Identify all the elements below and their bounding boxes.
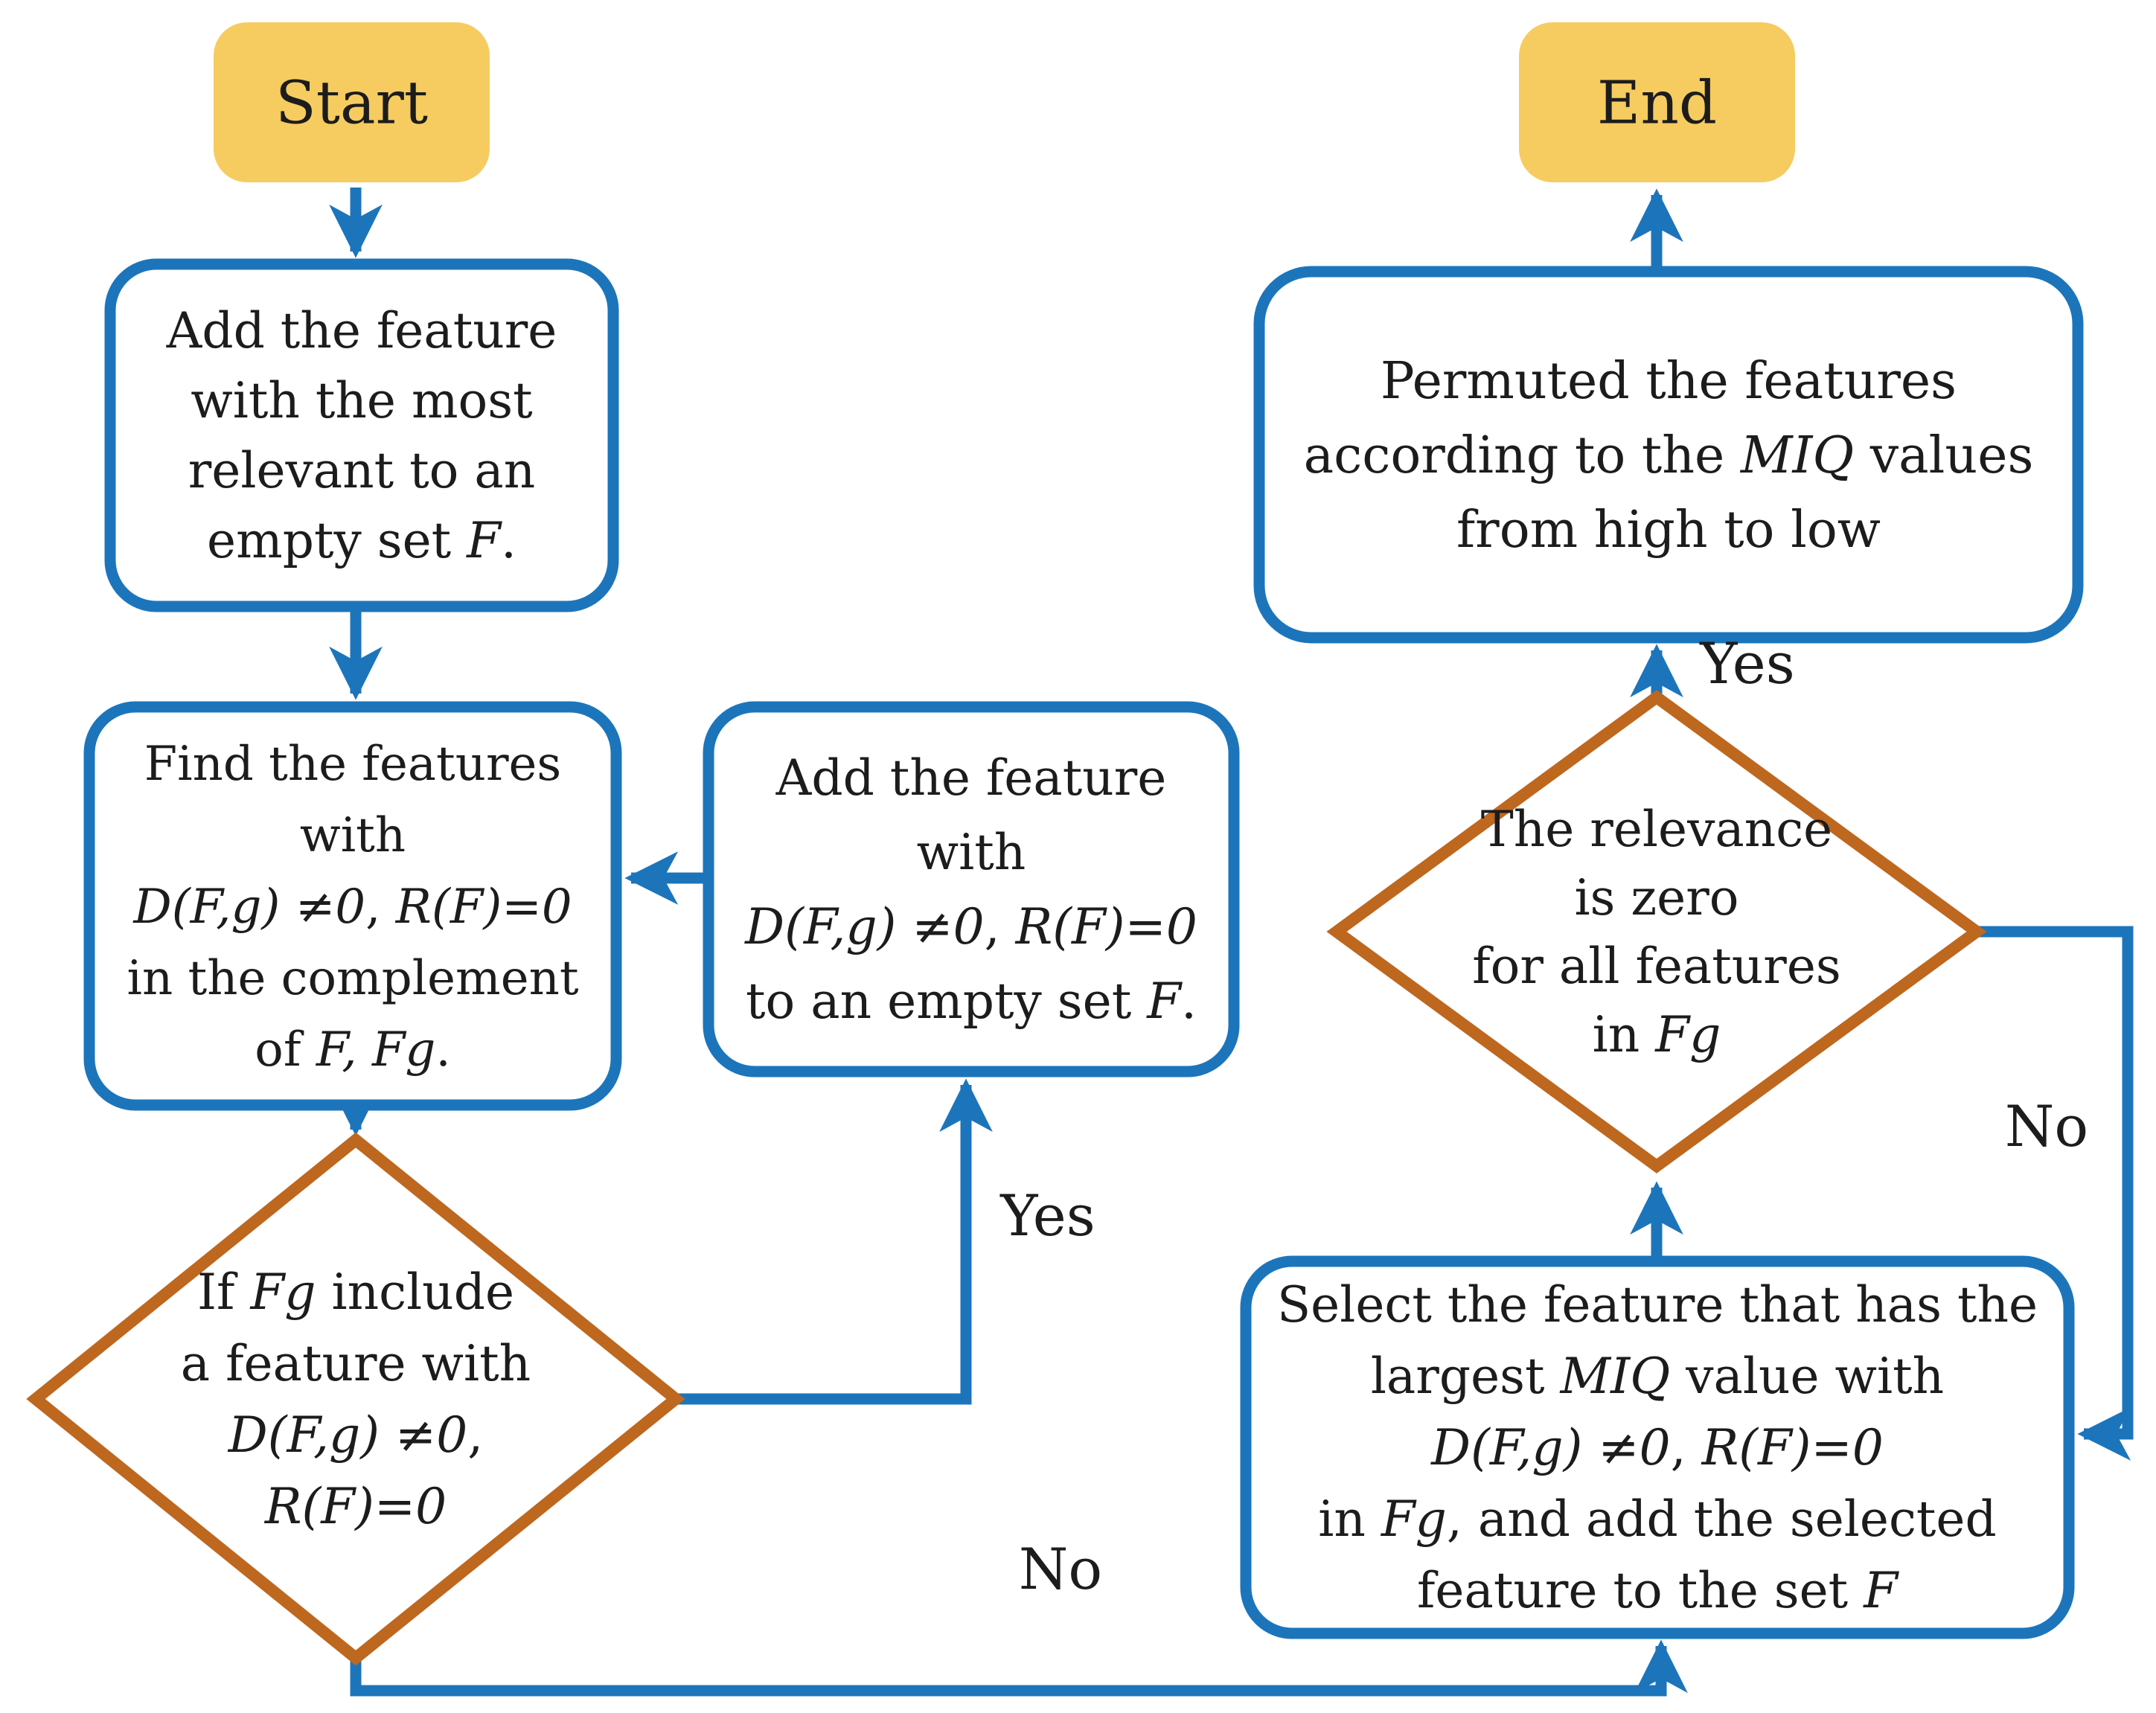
if-fg-include-decision-text-segment: D(F,g) ≠0: [228, 1406, 467, 1464]
select-largest-miq-process-text-segment: in: [1318, 1491, 1381, 1548]
find-features-process-text-segment: of: [255, 1022, 316, 1078]
select-largest-miq-process-text-segment: F: [1863, 1562, 1899, 1619]
add-most-relevant-process: Add the feature with the most relevant to …: [104, 258, 619, 612]
add-most-relevant-process-text-segment: relevant to an: [188, 442, 536, 499]
add-dfg-feature-process-text-segment: ,: [985, 898, 1016, 955]
select-largest-miq-process-text-segment: largest: [1371, 1348, 1561, 1405]
select-largest-miq-process-text-segment: R(F)=0: [1701, 1419, 1884, 1476]
add-dfg-feature-process-text-segment: with: [917, 824, 1026, 881]
add-most-relevant-process-text-segment: .: [501, 512, 516, 569]
permuted-features-process-text-segment: Permuted the features: [1381, 352, 1957, 411]
end-terminal: End: [1519, 22, 1795, 182]
select-largest-miq-process-text-segment: D(F,g) ≠0: [1430, 1419, 1670, 1476]
yes-left-label: Yes: [999, 1182, 1095, 1249]
find-features-process-text-segment: with: [300, 808, 406, 863]
add-dfg-feature-process-text-segment: .: [1181, 973, 1197, 1030]
find-features-process-text-segment: .: [435, 1022, 450, 1078]
permuted-features-process-text-segment: MIQ: [1739, 426, 1854, 485]
permuted-features-process-text-segment: from high to low: [1456, 501, 1881, 560]
permuted-features-process: Permuted the features according to the MI…: [1253, 266, 2084, 644]
iffg-yes-arrow: [677, 1078, 993, 1405]
select-largest-miq-process-text-segment: MIQ: [1560, 1348, 1671, 1405]
add-most-relevant-process-text: Add the feature with the most relevant to …: [166, 302, 557, 569]
start-terminal-text-segment: Start: [275, 68, 428, 138]
find-features-process-text-segment: ,: [365, 880, 396, 935]
find-features-process-text-segment: D(F,g) ≠0: [132, 880, 365, 935]
select-largest-miq-process-text-segment: feature to the set: [1417, 1562, 1864, 1619]
relevance-zero-decision-text-segment: for all features: [1472, 938, 1841, 995]
select-largest-miq-process-text-segment: ,: [1671, 1419, 1702, 1476]
connector-arrows: [329, 188, 2134, 1697]
no-right-label: No: [2005, 1093, 2088, 1159]
if-fg-include-decision-shape: [26, 1132, 685, 1666]
select-largest-miq-process-text-segment: Select the feature that has the: [1277, 1276, 2038, 1333]
find-features-process-text-segment: in the complement: [127, 951, 578, 1006]
end-terminal-text: End: [1597, 68, 1717, 138]
select-largest-miq-process-text-segment: , and add the selected: [1447, 1491, 1997, 1548]
yes-right-label: Yes: [1699, 630, 1795, 697]
if-fg-include-decision-text-segment: ,: [467, 1406, 483, 1464]
relevance-zero-decision: The relevance is zero for all features in F…: [1326, 690, 1987, 1174]
iffg-no-arrow: [350, 1639, 1688, 1697]
permuted-features-process-text-segment: values: [1854, 426, 2033, 485]
no-bottom-label: No: [1019, 1536, 1102, 1602]
find-features-process-text-segment: Find the features: [144, 737, 562, 792]
select-largest-miq-process-shape: [1240, 1255, 2075, 1639]
add-most-relevant-process-text-segment: F: [466, 512, 502, 569]
relevance-zero-decision-text-segment: The relevance: [1481, 801, 1833, 858]
add-most-relevant-process-text-segment: Add the feature: [166, 302, 557, 359]
if-fg-include-decision-text-segment: Fg: [249, 1264, 316, 1321]
start-terminal-text: Start: [275, 68, 428, 138]
add-dfg-feature-process-shape: [703, 701, 1240, 1078]
relevance-no-arrow: [1978, 926, 2134, 1461]
find-features-process-text-segment: F, Fg: [316, 1022, 436, 1078]
if-fg-include-decision-text-segment: a feature with: [181, 1335, 531, 1392]
if-fg-include-decision-text-segment: R(F)=0: [264, 1478, 447, 1535]
relevance-zero-decision-text-segment: Fg: [1654, 1006, 1721, 1063]
select-largest-miq-process-text-segment: Fg: [1381, 1491, 1447, 1548]
select-largest-miq-process-text-segment: value with: [1670, 1348, 1944, 1405]
start-terminal-shape: [214, 22, 490, 182]
if-fg-include-decision-text-segment: If: [197, 1264, 250, 1321]
relevance-zero-decision-shape: [1326, 690, 1987, 1174]
end-terminal-shape: [1519, 22, 1795, 182]
find-features-process-shape: [83, 701, 622, 1111]
permuted-features-process-text-segment: according to the: [1304, 426, 1741, 485]
add-most-relevant-process-shape: [104, 258, 619, 612]
select-largest-miq-process: Select the feature that has the largest M…: [1240, 1255, 2075, 1639]
relevance-zero-decision-text-segment: is zero: [1574, 869, 1738, 926]
start-terminal: Start: [214, 22, 490, 182]
add-dfg-feature-process-text-segment: F: [1146, 973, 1183, 1030]
add-most-relevant-process-text-segment: with the most: [191, 372, 532, 429]
end-terminal-text-segment: End: [1597, 68, 1717, 138]
permuted-features-process-text: Permuted the features according to the MI…: [1304, 352, 2034, 560]
select-largest-miq-process-text: Select the feature that has the largest M…: [1277, 1276, 2038, 1619]
add-dfg-feature-process-text-segment: R(F)=0: [1015, 898, 1197, 955]
permuted-features-process-shape: [1253, 266, 2084, 644]
add-dfg-feature-process-text-segment: D(F,g) ≠0: [744, 898, 984, 955]
add-dfg-feature-process-text-segment: Add the feature: [775, 749, 1167, 807]
relevance-zero-decision-text: The relevance is zero for all features in F…: [1472, 801, 1841, 1063]
if-fg-include-decision-text-segment: include: [316, 1264, 514, 1321]
relevance-zero-decision-text-segment: in: [1593, 1006, 1656, 1063]
find-features-process-text-segment: R(F)=0: [395, 880, 572, 935]
add-most-relevant-process-text-segment: empty set: [207, 512, 467, 569]
add-dfg-feature-process-text-segment: to an empty set: [746, 973, 1147, 1030]
